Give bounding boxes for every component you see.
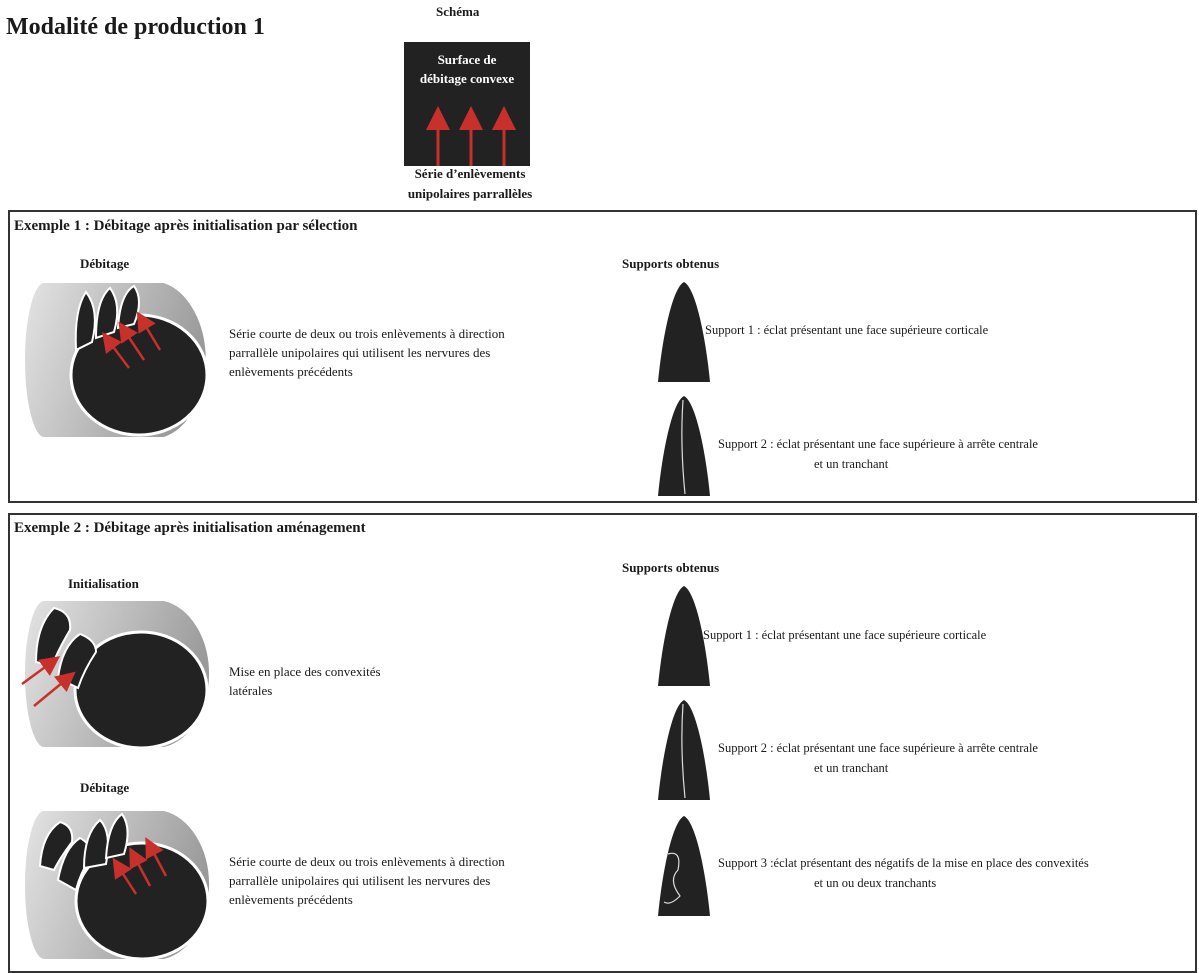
- support-line2: et un tranchant: [814, 761, 889, 775]
- example2-initialisation-description: Mise en place des convexités latérales: [229, 662, 381, 700]
- example1-debitage-label: Débitage: [80, 256, 130, 271]
- support-line1: Support 2 : éclat présentant une face su…: [718, 437, 1038, 451]
- schema-box-label-line1: Surface de: [437, 52, 497, 67]
- example2-debitage-description: Série courte de deux ou trois enlèvement…: [229, 852, 505, 909]
- support-line2: et un ou deux tranchants: [814, 876, 937, 890]
- desc-line: enlèvements précédents: [229, 364, 353, 379]
- example2-supports-label: Supports obtenus: [622, 560, 720, 575]
- example1-support2-text: Support 2 : éclat présentant une face su…: [718, 434, 1038, 474]
- schema-diagram: Surface de débitage convexe: [404, 42, 530, 166]
- example2-support3-flake: [658, 816, 710, 916]
- page-title: Modalité de production 1: [6, 14, 265, 40]
- desc-line: Série courte de deux ou trois enlèvement…: [229, 854, 505, 869]
- example1-support1-text: Support 1 : éclat présentant une face su…: [705, 320, 988, 340]
- example2-core-debitage-illustration: [23, 809, 212, 961]
- desc-line: parrallèle unipolaires qui utilisent les…: [229, 873, 491, 888]
- example2-support1-flake: [658, 586, 710, 686]
- example2-support1-text: Support 1 : éclat présentant une face su…: [703, 625, 986, 645]
- example2-debitage-label: Débitage: [80, 780, 130, 795]
- desc-line: enlèvements précédents: [229, 892, 353, 907]
- example2-title: Exemple 2 : Débitage après initialisatio…: [14, 520, 366, 536]
- desc-line: Mise en place des convexités: [229, 664, 381, 679]
- example1-supports-label: Supports obtenus: [622, 256, 720, 271]
- example2-support2-flake: [658, 700, 710, 800]
- schema-caption: Série d’enlèvements unipolaires parrallè…: [375, 164, 565, 204]
- support-line1: Support 3 :éclat présentant des négatifs…: [718, 856, 1089, 870]
- example2-support2-text: Support 2 : éclat présentant une face su…: [718, 738, 1038, 778]
- schema-heading: Schéma: [436, 4, 480, 19]
- example1-support2-flake: [658, 396, 710, 496]
- desc-line: Série courte de deux ou trois enlèvement…: [229, 326, 505, 341]
- example2-support3-text: Support 3 :éclat présentant des négatifs…: [718, 853, 1089, 893]
- schema-caption-line2: unipolaires parrallèles: [407, 186, 533, 201]
- example1-debitage-description: Série courte de deux ou trois enlèvement…: [229, 324, 505, 381]
- example1-core-debitage-illustration: [23, 281, 209, 439]
- support-line1: Support 1 : éclat présentant une face su…: [705, 323, 989, 337]
- schema-arrows: [426, 106, 516, 166]
- example1-support1-flake: [658, 282, 710, 382]
- support-line1: Support 1 : éclat présentant une face su…: [703, 628, 987, 642]
- desc-line: parrallèle unipolaires qui utilisent les…: [229, 345, 491, 360]
- schema-box-label-line2: débitage convexe: [419, 71, 515, 86]
- example2-initialisation-label: Initialisation: [68, 576, 139, 591]
- example2-core-initialisation-illustration: [21, 599, 212, 750]
- support-line2: et un tranchant: [814, 457, 889, 471]
- desc-line: latérales: [229, 683, 273, 698]
- example1-panel: [8, 210, 1197, 503]
- schema-caption-line1: Série d’enlèvements: [414, 166, 526, 181]
- support-line1: Support 2 : éclat présentant une face su…: [718, 741, 1038, 755]
- example1-title: Exemple 1 : Débitage après initialisatio…: [14, 218, 358, 234]
